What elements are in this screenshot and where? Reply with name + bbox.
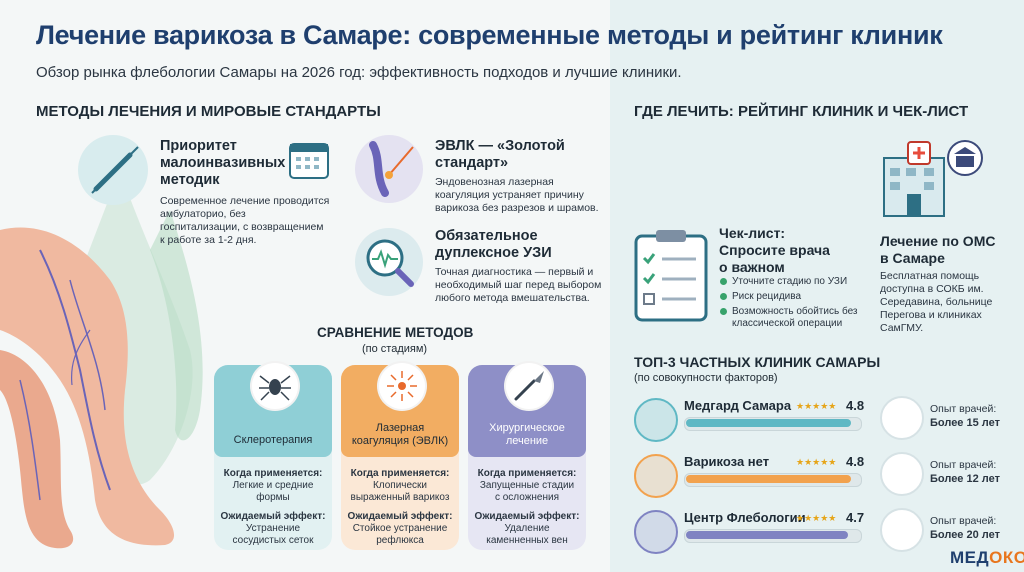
legs-illustration <box>0 170 203 549</box>
doctor-experience: Опыт врачей:Более 15 лет <box>930 403 1000 429</box>
ultrasound-magnifier-icon <box>355 228 423 296</box>
when-text: Запущенные стадии <box>479 480 575 491</box>
top3-title: ТОП-3 ЧАСТНЫХ КЛИНИК САМАРЫ <box>634 354 881 370</box>
method-name: Склеротерапия <box>233 434 313 446</box>
methods-section-title: МЕТОДЫ ЛЕЧЕНИЯ И МИРОВЫЕ СТАНДАРТЫ <box>36 103 381 120</box>
when-text: Легкие и средние <box>232 480 314 491</box>
clinic-rating: 4.8 <box>846 454 865 469</box>
doctor-avatar-icon <box>880 452 924 496</box>
clinics-section-title: ГДЕ ЛЕЧИТЬ: РЕЙТИНГ КЛИНИК И ЧЕК-ЛИСТ <box>634 103 969 120</box>
syringe-icon <box>78 135 148 205</box>
calendar-icon <box>289 143 329 179</box>
doctor-avatar-icon <box>880 396 924 440</box>
clinic-avatar-icon <box>634 510 678 554</box>
clipboard-checklist-icon <box>634 230 708 322</box>
check-bullet-icon <box>720 278 727 285</box>
page-subtitle: Обзор рынка флебологии Самары на 2026 го… <box>36 64 682 81</box>
effect-text: Удаление <box>504 523 550 534</box>
check-bullet-icon <box>720 308 727 315</box>
when-text: Клопически <box>372 480 428 491</box>
clinic-name: Варикоза нет <box>684 454 770 469</box>
effect-text: сосудистых сеток <box>232 535 314 546</box>
clinic-name: Медгард Самара <box>684 398 792 413</box>
doctor-experience: Опыт врачей:Более 12 лет <box>930 459 1000 485</box>
comparison-title: СРАВНЕНИЕ МЕТОДОВ <box>317 325 474 340</box>
clinic-avatar-icon <box>634 398 678 442</box>
clinic-avatar-icon <box>634 454 678 498</box>
check-bullet-icon <box>720 293 727 300</box>
when-text: выраженный варикоз <box>350 492 450 503</box>
checklist-item: Уточните стадию по УЗИ <box>732 276 848 287</box>
effect-text: Стойкое устранение <box>352 523 448 534</box>
clinic-rating: 4.8 <box>846 398 865 413</box>
effect-text: рефлюкса <box>376 535 424 546</box>
page-title: Лечение варикоза в Самаре: современные м… <box>36 20 943 50</box>
doctor-avatar-icon <box>880 508 924 552</box>
effect-text: Устранение <box>245 523 301 534</box>
effect-label: Ожидаемый эффект: <box>474 511 580 522</box>
when-label: Когда применяется: <box>223 468 323 479</box>
when-label: Когда применяется: <box>477 468 577 479</box>
effect-text: каменненных вен <box>486 535 568 546</box>
comparison-subtitle: (по стадиям) <box>362 343 428 355</box>
clinic-name: Центр Флебологии <box>684 510 806 525</box>
rating-bar-fill <box>686 531 848 539</box>
when-label: Когда применяется: <box>350 468 450 479</box>
rating-stars-icon: ★★★★★ <box>796 513 837 523</box>
rating-bar-fill <box>686 419 851 427</box>
checklist-item: Риск рецидива <box>732 291 802 302</box>
effect-label: Ожидаемый эффект: <box>347 511 453 522</box>
method-card-sclerotherapy: Склеротерапия Когда применяется: Легкие … <box>214 361 332 550</box>
rating-stars-icon: ★★★★★ <box>796 401 837 411</box>
clinic-rating: 4.7 <box>846 510 865 525</box>
top3-subtitle: (по совокупности факторов) <box>634 372 778 384</box>
spider-vein-icon <box>250 361 300 411</box>
effect-label: Ожидаемый эффект: <box>220 511 326 522</box>
laser-icon <box>377 361 427 411</box>
rating-bar-fill <box>686 475 851 483</box>
laser-vein-icon <box>355 135 423 203</box>
logo: МЕДОКО <box>950 548 1024 567</box>
hospital-building-icon <box>883 140 983 217</box>
when-text: формы <box>256 492 290 503</box>
scalpel-icon <box>504 361 554 411</box>
rating-stars-icon: ★★★★★ <box>796 457 837 467</box>
when-text: с осложнения <box>494 492 560 503</box>
doctor-experience: Опыт врачей:Более 20 лет <box>930 515 1000 541</box>
